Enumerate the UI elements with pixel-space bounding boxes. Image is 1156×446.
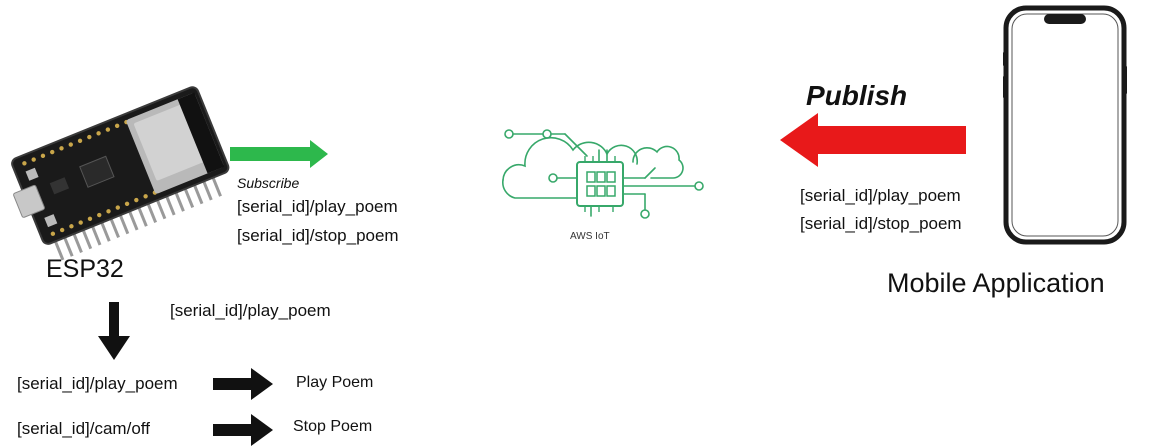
flow-topic-cam-off: [serial_id]/cam/off bbox=[17, 419, 150, 438]
publish-topic-play: [serial_id]/play_poem bbox=[800, 186, 961, 205]
flow-action-play: Play Poem bbox=[296, 374, 374, 391]
publish-topic-stop: [serial_id]/stop_poem bbox=[800, 214, 962, 233]
esp32-label: ESP32 bbox=[46, 255, 124, 283]
flow-action-stop: Stop Poem bbox=[293, 418, 373, 435]
flow-incoming-topic: [serial_id]/play_poem bbox=[170, 301, 331, 320]
right-arrow-icon bbox=[213, 368, 273, 400]
publish-arrow-icon bbox=[780, 113, 966, 167]
subscribe-topic-stop: [serial_id]/stop_poem bbox=[237, 226, 399, 245]
esp32-board-icon bbox=[11, 86, 230, 261]
aws-iot-cloud-icon bbox=[502, 129, 704, 219]
smartphone-icon bbox=[1003, 5, 1127, 245]
subscribe-label: Subscribe bbox=[237, 175, 300, 191]
aws-iot-label: AWS IoT bbox=[570, 231, 610, 242]
mobile-application-label: Mobile Application bbox=[887, 268, 1105, 298]
subscribe-topic-play: [serial_id]/play_poem bbox=[237, 197, 398, 216]
flow-topic-play: [serial_id]/play_poem bbox=[17, 374, 178, 393]
down-arrow-icon bbox=[98, 302, 130, 360]
subscribe-arrow-icon bbox=[230, 140, 328, 168]
publish-label: Publish bbox=[806, 80, 908, 111]
right-arrow-icon bbox=[213, 414, 273, 446]
